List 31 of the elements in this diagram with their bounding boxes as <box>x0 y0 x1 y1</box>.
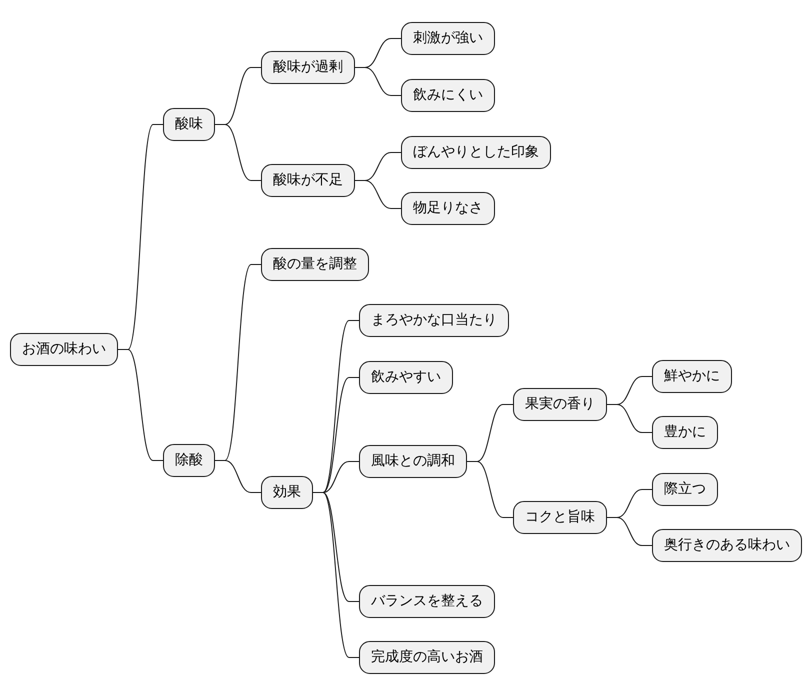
connector-line <box>606 404 652 433</box>
topic-box: お酒の味わい <box>10 333 118 366</box>
topic-box: 風味との調和 <box>359 445 467 478</box>
topic-box: 豊かに <box>652 416 718 449</box>
connector-line <box>354 180 402 209</box>
topic-box: 飲みにくい <box>401 79 495 112</box>
connector-line <box>118 349 164 461</box>
topic-box: 奥行きのある味わい <box>652 529 802 562</box>
topic-box: 酸味が過剰 <box>261 51 355 84</box>
connector-line <box>606 517 652 546</box>
connector-line <box>354 67 402 96</box>
topic-box: 飲みやすい <box>359 361 453 394</box>
topic-box: 物足りなさ <box>401 192 495 225</box>
topic-box: まろやかな口当たり <box>359 304 509 337</box>
topic-box: 果実の香り <box>513 388 607 421</box>
connector-line <box>214 124 262 181</box>
topic-box: 酸味が不足 <box>261 164 355 197</box>
connector-line <box>214 460 262 493</box>
topic-box: 効果 <box>261 476 313 509</box>
topic-box: 鮮やかに <box>652 360 732 393</box>
topic-box: 除酸 <box>163 444 215 477</box>
topic-box: コクと旨味 <box>513 501 607 534</box>
topic-box: 酸味 <box>163 108 215 141</box>
topic-box: 際立つ <box>652 473 718 506</box>
connector-line <box>466 461 514 518</box>
topic-box: 酸の量を調整 <box>261 248 369 281</box>
connector-line <box>312 492 360 658</box>
topic-box: ぼんやりとした印象 <box>401 136 551 169</box>
topic-box: 完成度の高いお酒 <box>359 641 495 674</box>
topic-box: 刺激が強い <box>401 22 495 55</box>
topic-box: バランスを整える <box>359 585 495 618</box>
